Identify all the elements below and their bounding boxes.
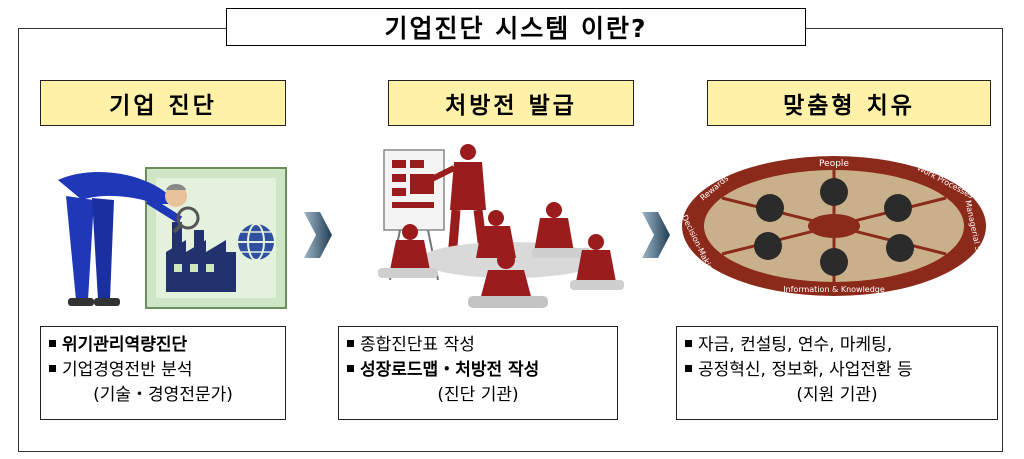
wheel-label-information-knowledge: Information & Knowledge <box>783 285 885 294</box>
bullet-icon <box>685 365 692 372</box>
money-icon <box>756 194 784 222</box>
globe-icon <box>238 223 274 261</box>
step-heading-diagnosis: 기업 진단 <box>40 80 286 126</box>
meeting-illustration <box>378 144 624 308</box>
people-icon <box>820 178 848 206</box>
arrow-right-icon <box>642 212 670 258</box>
wheel-label-people: People <box>819 159 849 169</box>
step-detail-treatment: 자금, 컨설팅, 연수, 마케팅, 공정혁신, 정보화, 사업전환 등 (지원 … <box>676 326 998 420</box>
seated-person-figure <box>378 224 438 278</box>
inspector-illustration <box>58 167 287 309</box>
presenter-figure <box>428 144 489 259</box>
bullet-icon <box>347 365 354 372</box>
structure-icon <box>886 234 914 262</box>
step-detail-diagnosis: 위기관리역량진단 기업경영전반 분석 (기술・경영전문가) <box>40 326 286 420</box>
organization-wheel-diagram: People Work Processes Managerial Structu… <box>680 156 990 296</box>
wheel-segment-icons <box>754 178 914 276</box>
diagram-title: 기업진단 시스템 이란? <box>226 8 806 46</box>
step-heading-prescription: 처방전 발급 <box>388 80 634 126</box>
seated-person-figure <box>570 234 624 290</box>
bullet-icon <box>347 340 354 347</box>
bullet-icon <box>49 365 56 372</box>
gears-icon <box>884 194 912 222</box>
step-heading-treatment: 맞춤형 치유 <box>707 80 991 126</box>
bullet-icon <box>49 340 56 347</box>
arrow-right-icon <box>304 212 332 258</box>
knowledge-icon <box>820 248 848 276</box>
seated-person-figure <box>468 251 548 308</box>
step-detail-prescription: 종합진단표 작성 성장로드맵・처방전 작성 (진단 기관) <box>338 326 618 420</box>
inspector-figure <box>58 171 200 306</box>
factory-icon <box>166 222 236 292</box>
bullet-icon <box>685 340 692 347</box>
seated-person-figure <box>476 210 516 258</box>
seated-person-figure <box>532 202 592 258</box>
handshake-icon <box>754 232 782 260</box>
